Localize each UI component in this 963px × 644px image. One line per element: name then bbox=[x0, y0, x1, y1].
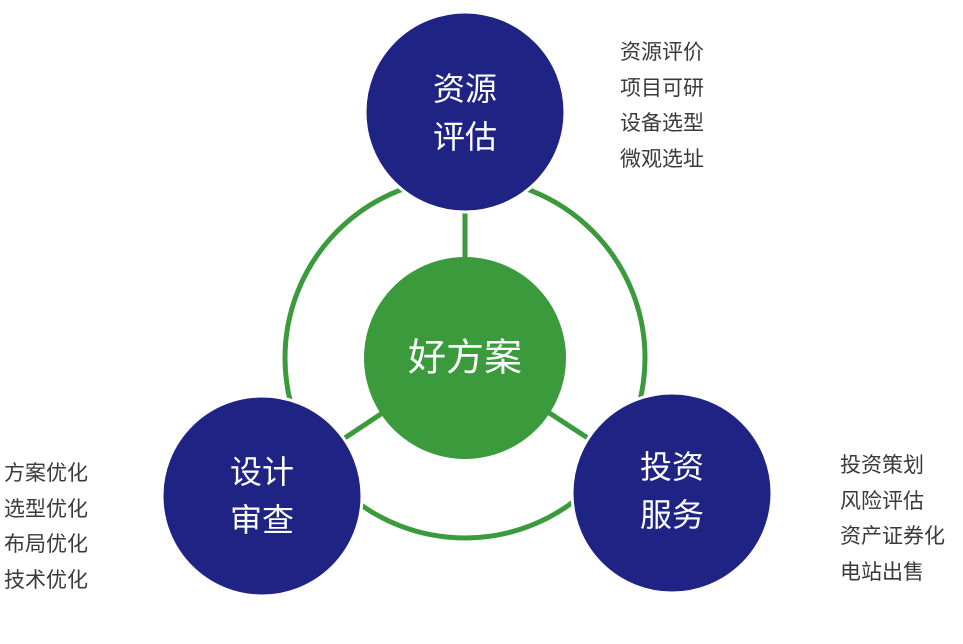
node-top-label-line1: 资源 bbox=[433, 70, 497, 108]
node-bottom-left-label-line2: 审查 bbox=[230, 501, 294, 539]
list-item: 技术优化 bbox=[4, 567, 88, 592]
center-label: 好方案 bbox=[408, 336, 522, 380]
node-bottom-right-label-line1: 投资 bbox=[640, 448, 704, 486]
center-node: 好方案 bbox=[364, 257, 566, 459]
list-item: 方案优化 bbox=[4, 461, 88, 485]
node-top-label-line2: 评估 bbox=[433, 118, 497, 156]
list-item: 设备选型 bbox=[620, 111, 704, 135]
center-circle bbox=[364, 257, 566, 459]
list-item: 选型优化 bbox=[4, 496, 88, 521]
node-bottom-right-circle bbox=[570, 391, 774, 595]
list-item: 投资策划 bbox=[840, 453, 924, 477]
node-bottom-left-circle bbox=[160, 394, 364, 598]
list-item: 微观选址 bbox=[620, 146, 704, 171]
node-bottom-left: 设计 审查 bbox=[160, 394, 364, 598]
list-bottom-left: 方案优化 选型优化 布局优化 技术优化 bbox=[4, 456, 88, 598]
node-top: 资源 评估 bbox=[363, 10, 567, 214]
list-item: 风险评估 bbox=[840, 488, 924, 513]
node-bottom-right-label-line2: 服务 bbox=[640, 496, 704, 534]
list-item: 资源评价 bbox=[620, 40, 704, 64]
list-top-right: 资源评价 项目可研 设备选型 微观选址 bbox=[620, 35, 704, 177]
node-top-circle bbox=[363, 10, 567, 214]
list-item: 项目可研 bbox=[620, 75, 704, 100]
list-item: 布局优化 bbox=[4, 532, 88, 556]
list-item: 电站出售 bbox=[840, 559, 924, 584]
node-bottom-left-label-line1: 设计 bbox=[230, 453, 294, 491]
node-bottom-right: 投资 服务 bbox=[570, 391, 774, 595]
list-item: 资产证券化 bbox=[840, 524, 945, 548]
list-bottom-right: 投资策划 风险评估 资产证券化 电站出售 bbox=[840, 448, 945, 590]
